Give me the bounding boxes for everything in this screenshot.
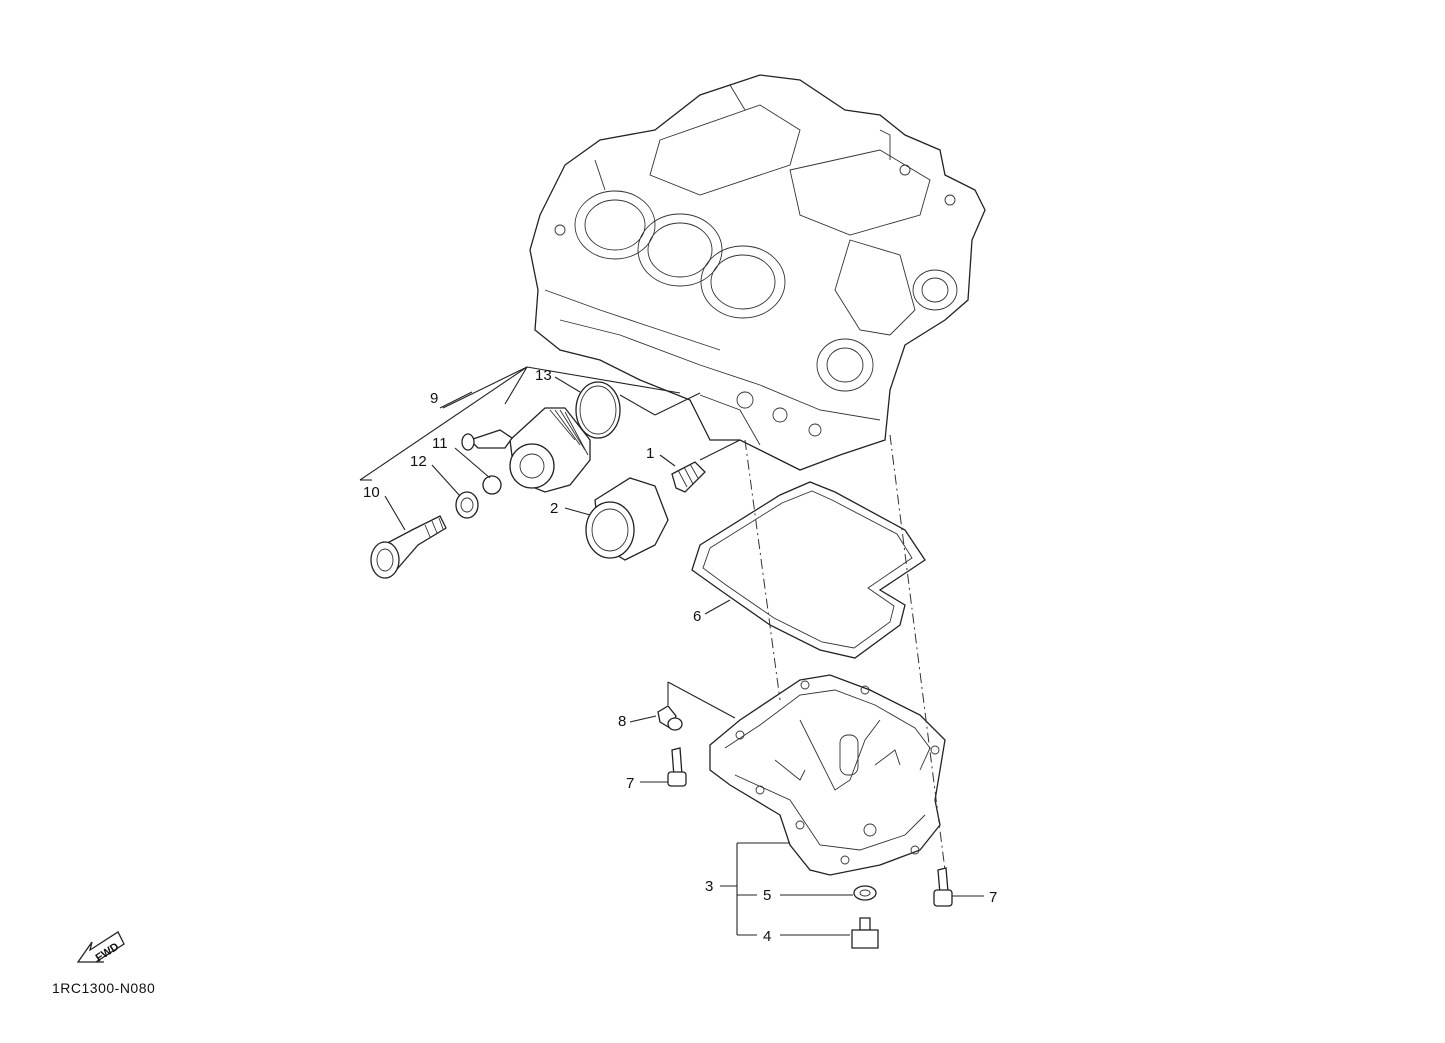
- o-ring-13: [575, 381, 621, 439]
- callout-12: 12: [410, 453, 427, 470]
- crankcase-illustration: [529, 74, 986, 471]
- oil-cooler-illustration: [461, 407, 591, 493]
- oil-pan-illustration: [709, 674, 946, 876]
- bolt-10: [370, 515, 447, 579]
- washer-12: [455, 491, 479, 519]
- o-ring-11: [482, 475, 502, 495]
- callout-2: 2: [550, 500, 558, 517]
- callout-5: 5: [763, 887, 771, 904]
- oil-pan-gasket: [691, 481, 926, 659]
- callout-13: 13: [535, 367, 552, 384]
- callout-3: 3: [705, 878, 713, 895]
- callout-1: 1: [646, 445, 654, 462]
- leader-lines: [359, 366, 984, 936]
- callout-8: 8: [618, 713, 626, 730]
- fitting-8: [657, 705, 683, 731]
- bolt-7-left: [667, 747, 687, 787]
- callout-6: 6: [693, 608, 701, 625]
- callout-4: 4: [763, 928, 771, 945]
- callout-9: 9: [430, 390, 438, 407]
- fwd-arrow-icon: FWD: [76, 931, 125, 964]
- callout-7-right: 7: [989, 889, 997, 906]
- oil-filter-2: [585, 477, 669, 561]
- callout-11: 11: [432, 435, 448, 452]
- union-bolt-1: [671, 461, 706, 493]
- drain-bolt-4: [851, 917, 879, 949]
- bolt-7-right: [933, 867, 953, 907]
- callout-7-left: 7: [626, 775, 634, 792]
- washer-5: [853, 885, 877, 901]
- callout-10: 10: [363, 484, 380, 501]
- diagram-code: 1RC1300-N080: [52, 980, 156, 996]
